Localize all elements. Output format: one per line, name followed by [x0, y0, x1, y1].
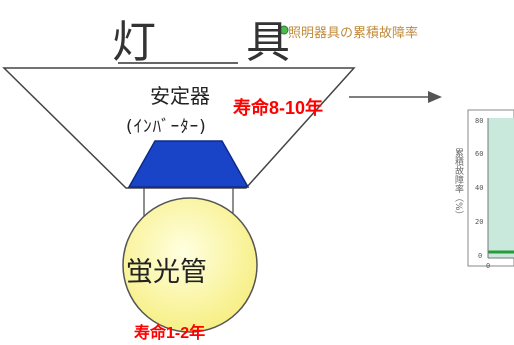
chart-area	[488, 118, 514, 258]
chart-ylabel: 累積故障率（%）	[453, 148, 463, 220]
tube-circle	[122, 197, 258, 333]
chart-xtick: 0	[486, 262, 491, 270]
tube-lifetime: 寿命1-2年	[134, 325, 206, 342]
chart-legend-text: 照明器具の累積故障率	[288, 26, 419, 41]
chart-ytick: 20	[475, 218, 484, 226]
inverter-block	[127, 140, 250, 188]
ballast-lifetime: 寿命8-10年	[233, 98, 324, 118]
chart-ytick: 60	[475, 150, 484, 158]
chart-ytick: 0	[478, 252, 483, 260]
ballast-label: 安定器	[150, 84, 210, 108]
fixture-body	[2, 67, 356, 189]
chart-ytick: 40	[475, 184, 484, 192]
chart-ytick: 80	[475, 117, 484, 125]
fixture-title: 灯 具	[112, 17, 328, 68]
title-underline	[118, 62, 238, 64]
inverter-label: (ｲﾝﾊﾞｰﾀｰ)	[126, 117, 207, 137]
arrow-head	[428, 91, 442, 103]
legend-dot	[279, 25, 289, 35]
tube-label: 蛍光管	[126, 257, 207, 288]
